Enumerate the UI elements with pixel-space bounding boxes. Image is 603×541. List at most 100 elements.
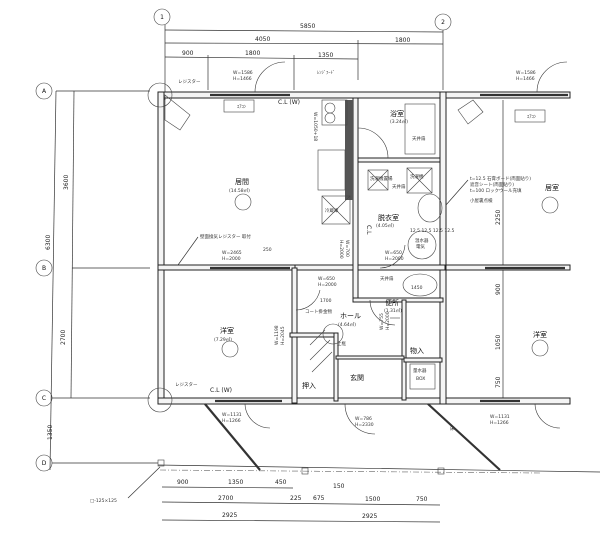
- svg-text:D: D: [42, 460, 47, 467]
- svg-text:H=2330: H=2330: [355, 422, 374, 428]
- svg-text:C: C: [42, 395, 46, 402]
- svg-text:750: 750: [495, 376, 502, 388]
- svg-text:4050: 4050: [255, 36, 270, 43]
- svg-text:900: 900: [177, 479, 189, 486]
- svg-text:(1.31㎡): (1.31㎡): [384, 307, 402, 314]
- svg-text:1700: 1700: [320, 298, 332, 304]
- svg-text:上框: 上框: [337, 340, 346, 347]
- svg-text:W=1131: W=1131: [222, 412, 242, 418]
- grid-bubble-D: D: [35, 454, 53, 472]
- svg-text:1050: 1050: [495, 335, 502, 350]
- svg-text:2250: 2250: [495, 210, 502, 225]
- svg-text:2925: 2925: [222, 512, 237, 519]
- svg-text:レジスター: レジスター: [175, 381, 198, 388]
- svg-text:900: 900: [495, 283, 502, 295]
- svg-text:W=755: W=755: [379, 313, 385, 330]
- svg-text:脱衣室: 脱衣室: [378, 213, 399, 222]
- svg-text:750: 750: [416, 496, 428, 503]
- room-storage: 物入: [410, 346, 424, 355]
- svg-text:洗濯機: 洗濯機: [410, 173, 424, 180]
- annotations: レジスター レジスター 壁面換気レジスター 取付 ﾚﾝｼﾞﾌｰﾄﾞ ｴｱｺﾝ ｴ…: [175, 69, 537, 432]
- svg-text:C.L: C.L: [365, 225, 372, 235]
- fixtures: [221, 99, 559, 390]
- svg-text:H=1466: H=1466: [233, 76, 252, 82]
- svg-text:量水器: 量水器: [413, 367, 427, 374]
- svg-text:150: 150: [333, 483, 345, 490]
- svg-text:W=2465: W=2465: [222, 250, 242, 256]
- svg-text:H=2000: H=2000: [318, 282, 337, 288]
- svg-text:冷蔵庫: 冷蔵庫: [325, 207, 339, 214]
- svg-text:H=1266: H=1266: [490, 420, 509, 426]
- dimensions-right: 2250 900 1050 750: [495, 100, 504, 400]
- svg-text:壁面換気レジスター 取付: 壁面換気レジスター 取付: [200, 233, 251, 240]
- openings: [147, 61, 568, 471]
- svg-text:1350: 1350: [318, 52, 333, 59]
- svg-text:便所: 便所: [385, 298, 399, 307]
- room-western-left: 洋室 (7.29㎡): [214, 326, 234, 343]
- svg-text:H=2000: H=2000: [338, 240, 344, 259]
- svg-text:1800: 1800: [395, 37, 410, 44]
- svg-text:温水器: 温水器: [415, 237, 429, 244]
- svg-text:2700: 2700: [218, 495, 233, 502]
- grid-bubble-C: C: [35, 389, 53, 407]
- svg-text:H=1466: H=1466: [516, 76, 535, 82]
- svg-text:H=1266: H=1266: [222, 418, 241, 424]
- svg-text:浴室: 浴室: [390, 109, 404, 118]
- svg-text:1450: 1450: [411, 285, 423, 291]
- svg-text:電気: 電気: [416, 243, 425, 250]
- room-bedroom-right: 居室: [545, 183, 559, 192]
- svg-text:H=2000: H=2000: [222, 256, 241, 262]
- svg-text:1: 1: [160, 14, 164, 21]
- svg-text:W=650: W=650: [385, 250, 402, 256]
- svg-text:5850: 5850: [300, 23, 315, 30]
- room-dressing: 脱衣室 (4.05㎡): [376, 213, 399, 229]
- grid-bubble-1: 1: [153, 8, 171, 26]
- room-bath: 浴室 (3.24㎡): [390, 109, 408, 125]
- room-closet: 押入: [302, 381, 316, 390]
- svg-text:1800: 1800: [245, 50, 260, 57]
- svg-text:遮音シート(両面貼り): 遮音シート(両面貼り): [470, 181, 514, 188]
- room-toilet: 便所 (1.31㎡): [384, 298, 402, 314]
- svg-text:床: 床: [450, 425, 455, 432]
- svg-text:W=1586: W=1586: [233, 70, 253, 76]
- svg-text:1500: 1500: [365, 496, 380, 503]
- svg-text:H=2000: H=2000: [385, 256, 404, 262]
- svg-text:A: A: [42, 88, 47, 95]
- svg-text:C.L (W): C.L (W): [278, 99, 300, 106]
- svg-text:ｴｱｺﾝ: ｴｱｺﾝ: [527, 114, 537, 120]
- svg-text:天井扇: 天井扇: [380, 275, 394, 282]
- room-western-right: 洋室: [533, 330, 547, 339]
- svg-text:ｴｱｺﾝ: ｴｱｺﾝ: [237, 104, 247, 110]
- svg-text:W=650: W=650: [318, 276, 335, 282]
- grid-bubble-B: B: [35, 259, 53, 277]
- svg-text:ホール: ホール: [340, 312, 361, 320]
- svg-text:450: 450: [275, 479, 287, 486]
- svg-text:小屋裏点検: 小屋裏点検: [470, 197, 493, 204]
- svg-text:H=2045: H=2045: [280, 326, 286, 345]
- grid-bubble-A: A: [35, 82, 53, 100]
- svg-text:BOX: BOX: [416, 376, 425, 382]
- svg-text:□-125×125: □-125×125: [90, 498, 117, 504]
- svg-text:12.5 12.5 12.5 12.5: 12.5 12.5 12.5 12.5: [410, 228, 455, 234]
- svg-text:居間: 居間: [235, 178, 249, 186]
- svg-text:(3.24㎡): (3.24㎡): [390, 118, 408, 125]
- room-entrance: 玄関: [350, 373, 364, 382]
- svg-text:ﾚﾝｼﾞﾌｰﾄﾞ: ﾚﾝｼﾞﾌｰﾄﾞ: [317, 69, 335, 76]
- svg-text:2925: 2925: [362, 513, 377, 520]
- svg-text:(4.05㎡): (4.05㎡): [376, 222, 394, 229]
- room-living: 居間 (14.58㎡): [229, 178, 250, 194]
- svg-text:洋室: 洋室: [220, 326, 234, 335]
- svg-text:(14.58㎡): (14.58㎡): [229, 187, 250, 194]
- svg-text:B: B: [42, 265, 46, 272]
- svg-text:W=1198: W=1198: [274, 325, 280, 345]
- svg-text:C.L (W): C.L (W): [210, 387, 232, 394]
- svg-text:天井扇: 天井扇: [412, 135, 426, 142]
- svg-text:675: 675: [313, 495, 325, 502]
- dimensions-left: 3600 6300 2700 1350: [45, 90, 158, 471]
- svg-text:レジスター: レジスター: [178, 78, 201, 85]
- svg-text:(7.29㎡): (7.29㎡): [214, 336, 232, 343]
- dimensions-bottom: 900 1350 450 150 2700 225 675 1500 750 2…: [90, 459, 601, 523]
- svg-text:1350: 1350: [47, 425, 54, 440]
